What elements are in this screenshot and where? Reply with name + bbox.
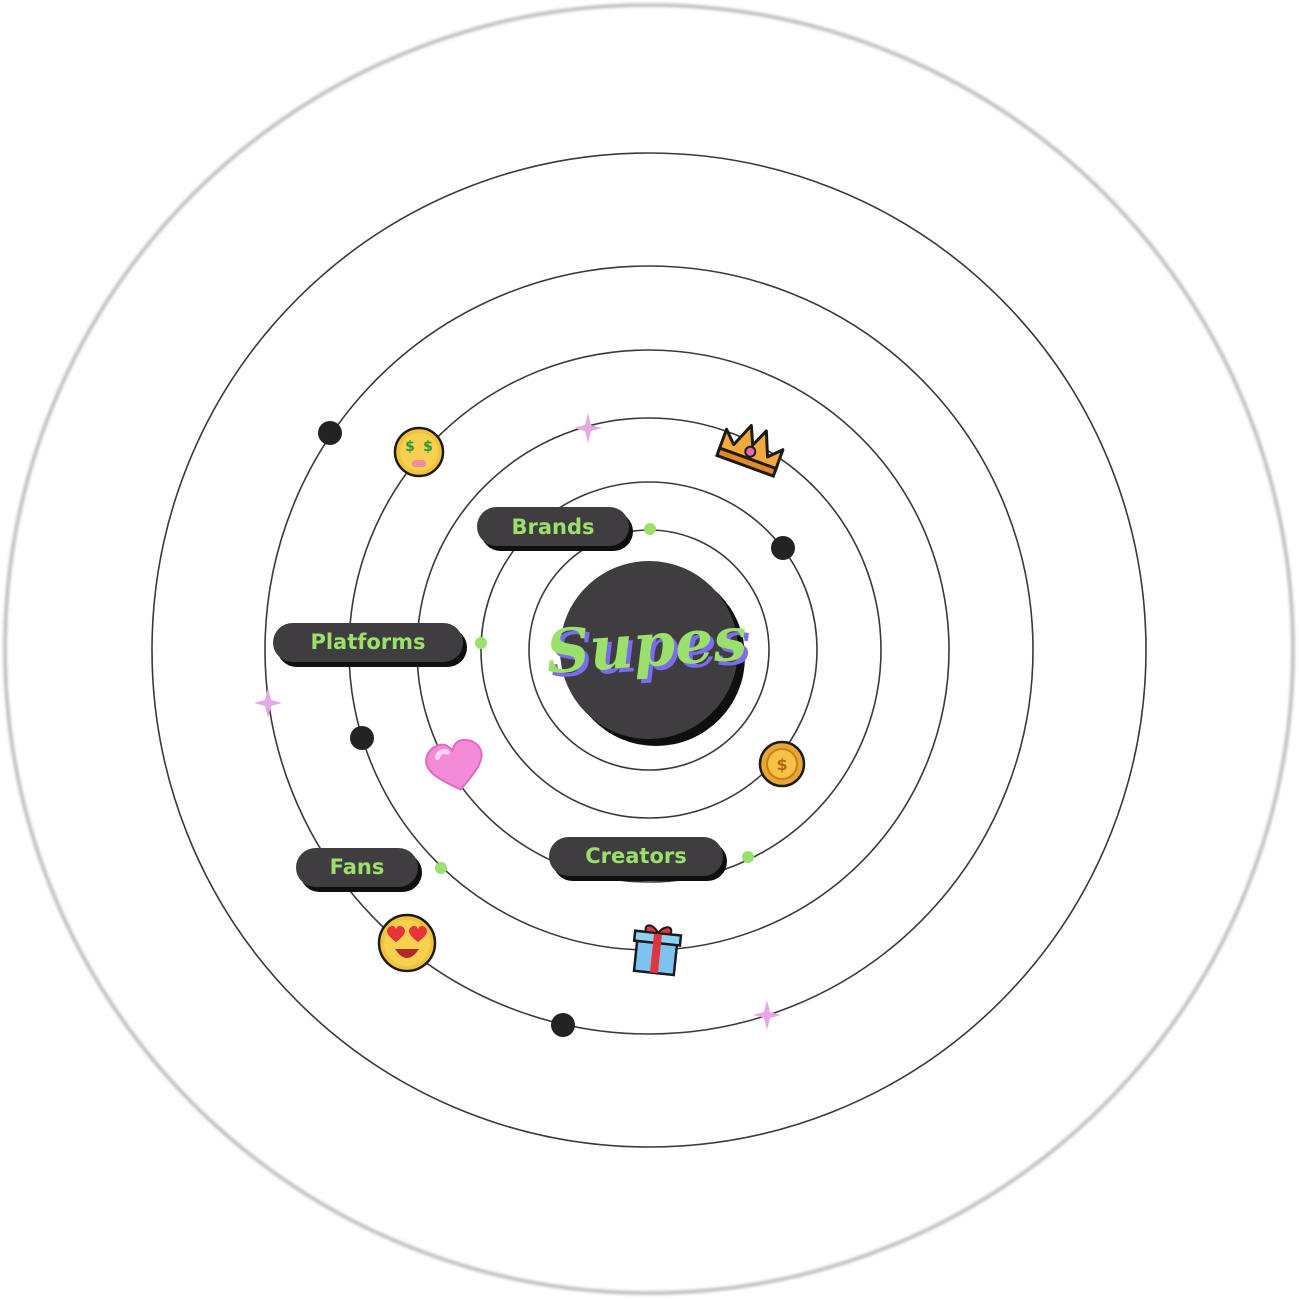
orbit-ring [264,265,1034,1035]
planet-dot-icon [771,536,795,560]
fans-connector-dot [435,862,447,874]
creators-label: Creators [585,844,687,868]
svg-text:$: $ [423,439,433,455]
pill-body [296,848,418,887]
fans-label: Fans [330,855,385,879]
svg-text:$: $ [776,755,787,774]
sparkle-icon [753,1000,781,1030]
logo-circle [560,561,738,739]
creators-pill[interactable]: Creators [549,837,727,881]
brands-connector-dot [644,523,656,535]
crown-icon [715,423,785,478]
svg-text:$: $ [405,439,415,455]
sparkle-icon [574,413,602,443]
connector-dots [435,523,754,874]
brands-pill[interactable]: Brands [477,507,633,551]
brands-label: Brands [511,515,594,539]
pill-body [273,623,463,662]
planet-dot-icon [350,726,374,750]
fans-pill[interactable]: Fans [296,848,422,892]
sparkle-icon [254,688,282,718]
planet-dot-icon [318,421,342,445]
pill-body [477,507,629,546]
planet-dots [318,421,795,1037]
sparkles [254,413,781,1030]
center-logo: Supes Supes [544,561,753,746]
pink-heart-icon [425,738,483,791]
orbit-ring [151,152,1147,1148]
orbit-ring [480,481,818,819]
platforms-pill[interactable]: Platforms [273,623,467,667]
dollar-coin-icon: $ [758,740,806,788]
heart-eyes-emoji-icon [377,913,437,973]
gift-icon [632,924,683,977]
planet-dot-icon [551,1013,575,1037]
platforms-connector-dot [475,637,487,649]
logo-text: Supes [544,604,749,688]
pill-body [549,837,723,876]
creators-connector-dot [742,851,754,863]
money-eyes-emoji-icon: $ $ [393,426,445,478]
logo-text-shadow: Supes [548,608,753,692]
outer-ring [3,3,1295,1295]
platforms-label: Platforms [310,630,425,654]
